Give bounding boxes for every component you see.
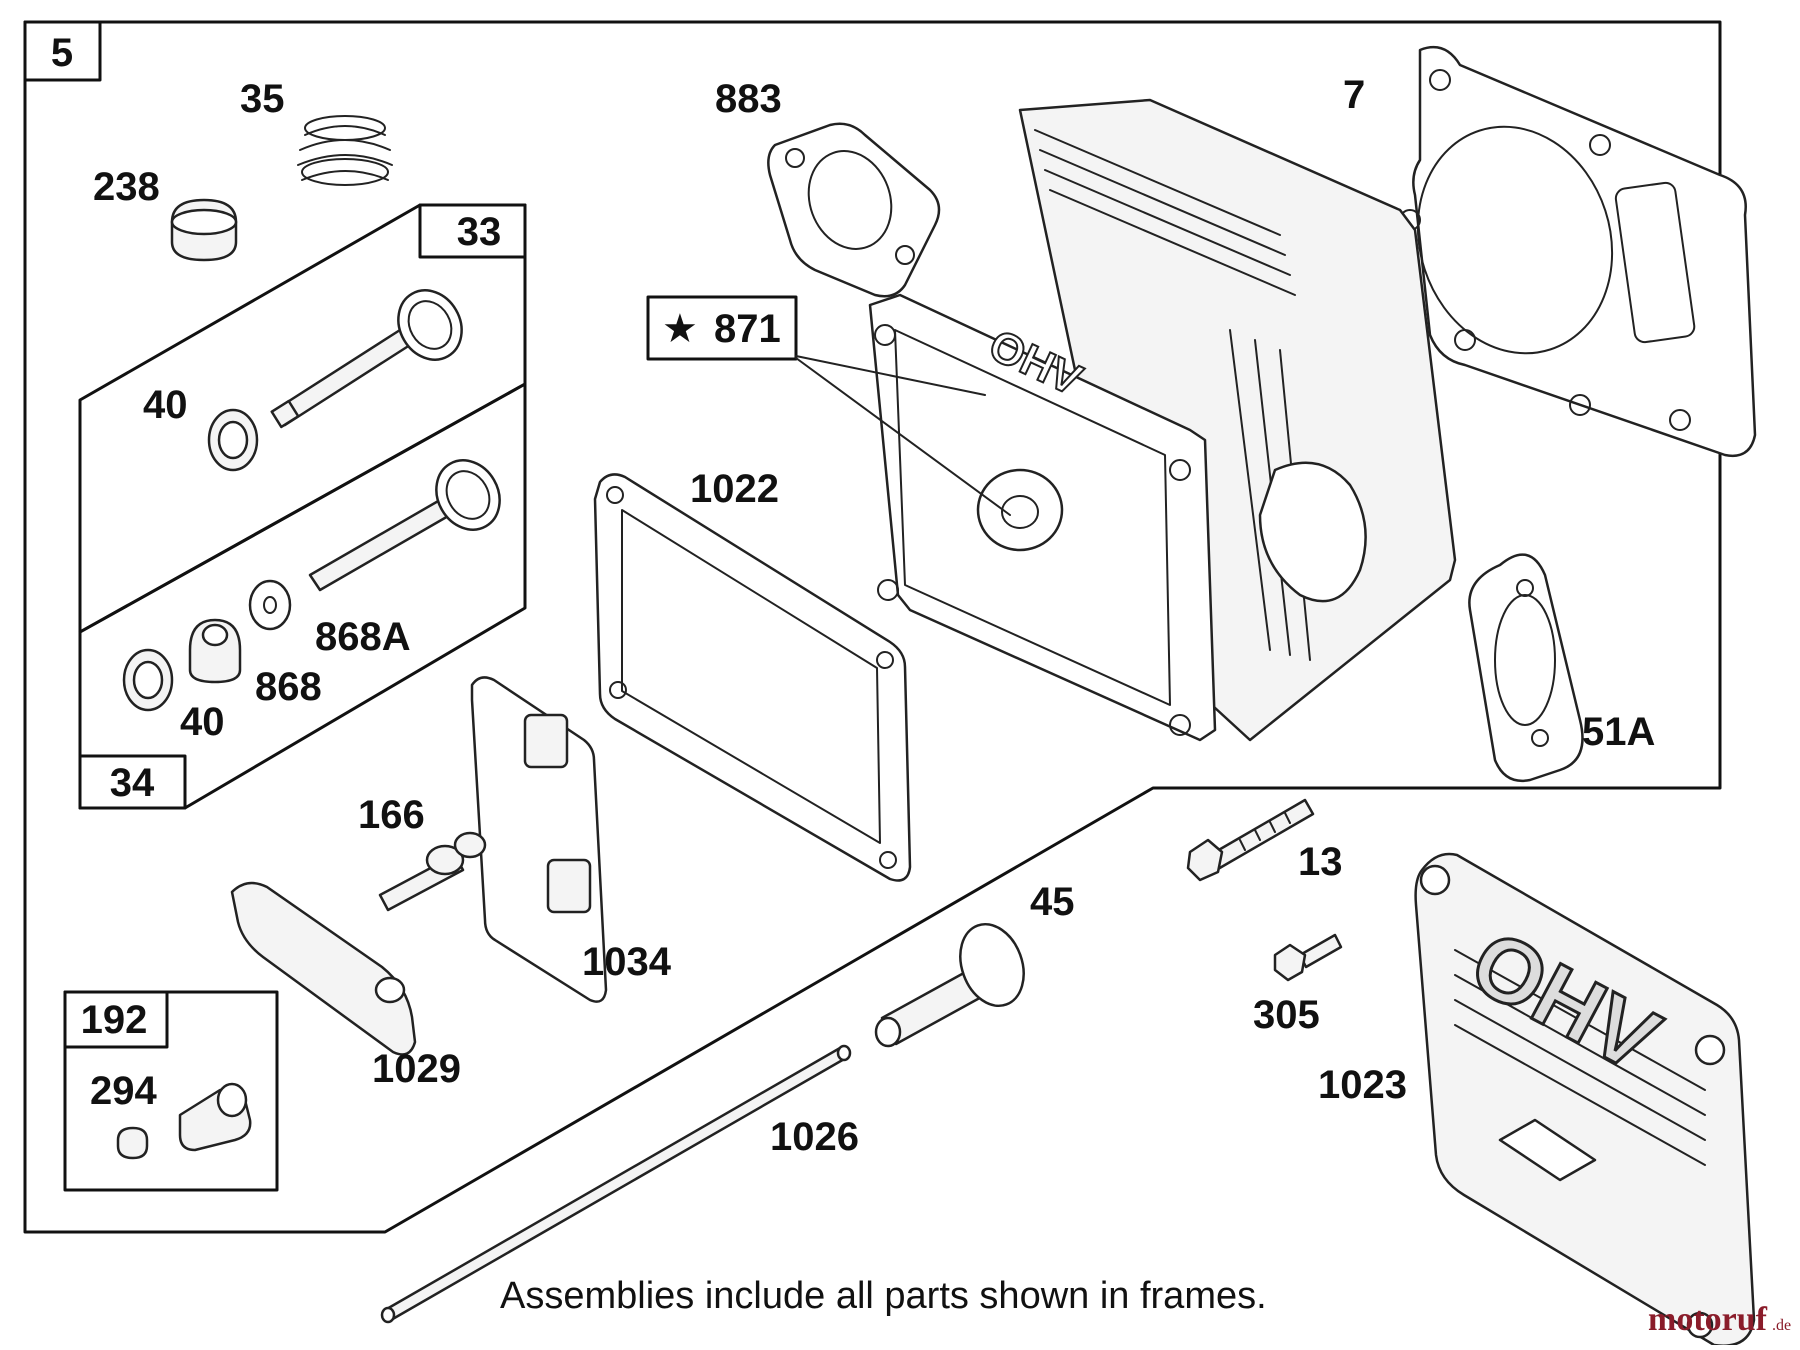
rocker-cover-drawing: OHV bbox=[1414, 852, 1756, 1347]
frame-5-tab bbox=[23, 20, 102, 82]
frame-33-outline bbox=[78, 203, 527, 634]
rocker-arm-drawing bbox=[230, 881, 417, 1056]
bolt-13-drawing bbox=[1186, 798, 1315, 882]
push-rod-drawing bbox=[380, 1044, 852, 1324]
frame-34-tab bbox=[78, 754, 187, 810]
part-label-238: 238 bbox=[93, 165, 160, 209]
part-label-40-upper: 40 bbox=[143, 383, 188, 427]
frame-192-number: 192 bbox=[81, 998, 148, 1042]
frame-5-number: 5 bbox=[51, 31, 73, 75]
exhaust-gasket-drawing bbox=[1468, 553, 1584, 783]
frame-192-tab bbox=[63, 990, 169, 1049]
part-label-13: 13 bbox=[1298, 840, 1343, 884]
cylinder-head-drawing: OHV bbox=[868, 98, 1457, 742]
valve-rotator-upper-drawing bbox=[207, 408, 259, 472]
valve-cap-drawing bbox=[170, 198, 238, 262]
part-label-1023: 1023 bbox=[1318, 1063, 1407, 1107]
part-label-868: 868 bbox=[255, 665, 322, 709]
part-label-305: 305 bbox=[1253, 993, 1320, 1037]
part-label-1026: 1026 bbox=[770, 1115, 859, 1159]
part-label-294: 294 bbox=[90, 1069, 157, 1113]
valve-spring-drawing bbox=[297, 115, 393, 186]
part-label-868a: 868A bbox=[315, 615, 411, 659]
part-label-1029: 1029 bbox=[372, 1047, 461, 1091]
frame-192-outline bbox=[63, 990, 279, 1192]
frame-33-tab bbox=[418, 203, 527, 259]
push-rod-guide-drawing bbox=[874, 922, 1025, 1048]
watermark-brand: motoruf bbox=[1648, 1301, 1768, 1338]
part-label-40-lower: 40 bbox=[180, 700, 225, 744]
breather-plate-drawing bbox=[470, 676, 608, 1003]
valve-washer-drawing bbox=[248, 579, 292, 631]
frame-33-number: 33 bbox=[457, 210, 502, 254]
callout-871-number: 871 bbox=[714, 307, 781, 351]
valve-upper-drawing bbox=[270, 289, 463, 429]
intake-gasket-drawing bbox=[767, 122, 941, 298]
valve-lower-drawing bbox=[308, 459, 501, 592]
screw-305-drawing bbox=[1273, 933, 1343, 982]
part-label-166: 166 bbox=[358, 793, 425, 837]
rocker-cover-gasket-drawing bbox=[593, 473, 912, 882]
part-label-51a: 51A bbox=[1582, 710, 1655, 754]
callout-871-leader-a bbox=[795, 355, 986, 396]
head-gasket-drawing bbox=[1399, 45, 1757, 458]
rocker-stud-drawing bbox=[378, 831, 487, 912]
part-label-883: 883 bbox=[715, 77, 782, 121]
part-label-1022: 1022 bbox=[690, 467, 779, 511]
frame-34-number: 34 bbox=[110, 761, 155, 805]
spark-plug-grommet-drawing bbox=[116, 1082, 252, 1160]
part-label-35: 35 bbox=[240, 77, 285, 121]
part-label-45: 45 bbox=[1030, 880, 1075, 924]
assemblies-caption: Assemblies include all parts shown in fr… bbox=[500, 1275, 1267, 1317]
callout-871-leader-b bbox=[795, 357, 1011, 516]
valve-rotator-lower-drawing bbox=[122, 648, 174, 712]
frame-5-outline bbox=[23, 20, 1722, 1234]
part-label-1034: 1034 bbox=[582, 940, 672, 984]
callout-871-box bbox=[646, 295, 798, 361]
watermark-suffix: .de bbox=[1772, 1317, 1791, 1334]
frame-34-outline bbox=[78, 382, 527, 810]
part-label-7: 7 bbox=[1343, 73, 1365, 117]
callout-871-star: ★ bbox=[662, 307, 698, 351]
valve-seal-drawing bbox=[188, 618, 242, 684]
